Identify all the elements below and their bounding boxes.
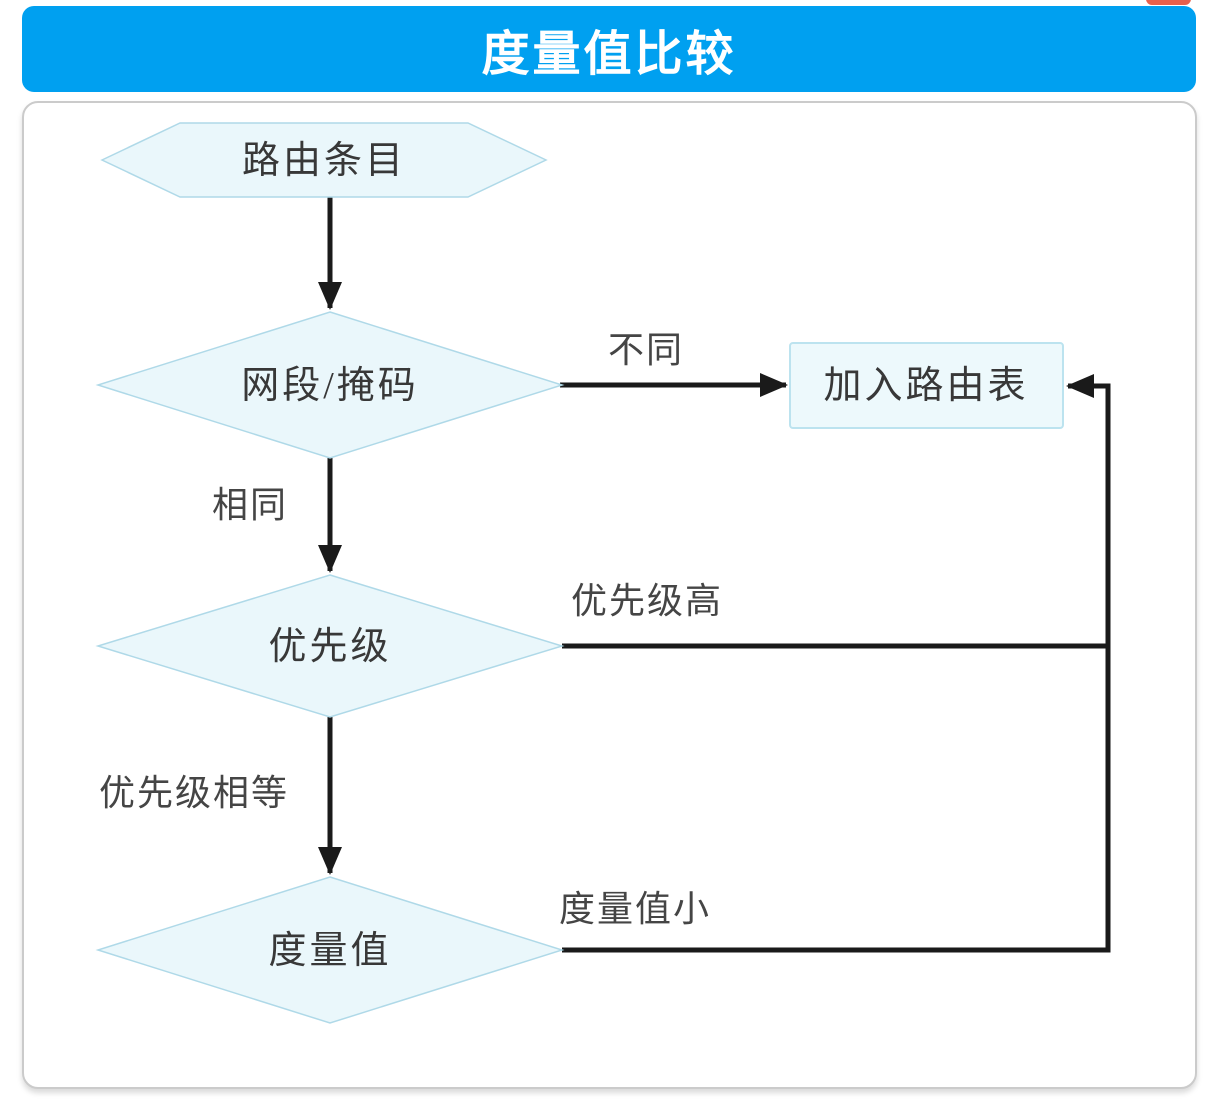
edge-label-priority-equal: 优先级相等 — [99, 773, 289, 813]
node-label-priority: 优先级 — [268, 626, 391, 668]
node-label-start: 路由条目 — [242, 140, 406, 182]
node-label-add-routing-table: 加入路由表 — [823, 365, 1028, 407]
node-network-mask-diamond — [95, 311, 565, 459]
edge-metric-to-add-arrow — [562, 374, 1111, 953]
red-badge-fragment — [1146, 0, 1191, 5]
node-priority-diamond — [95, 574, 565, 718]
title-bar: 度量值比较 — [22, 6, 1196, 92]
edge-label-metric-small: 度量值小 — [559, 889, 711, 929]
node-start-hexagon — [100, 122, 548, 198]
edge-label-same: 相同 — [212, 485, 288, 525]
page-title: 度量值比较 — [481, 28, 737, 81]
node-label-network-mask: 网段/掩码 — [241, 365, 419, 407]
edge-label-different: 不同 — [608, 330, 684, 370]
node-label-metric: 度量值 — [268, 930, 391, 972]
edge-label-priority-high: 优先级高 — [571, 581, 723, 621]
node-add-routing-table-box — [789, 342, 1064, 429]
node-metric-diamond — [95, 876, 565, 1024]
